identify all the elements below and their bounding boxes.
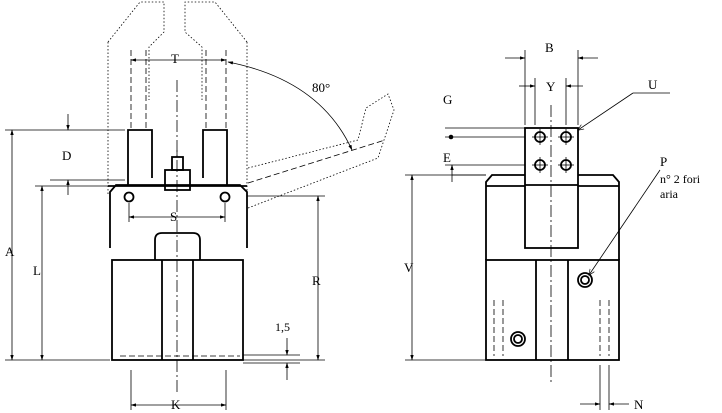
label-D: D	[62, 148, 71, 163]
lower-body	[111, 259, 244, 361]
label-E: E	[443, 150, 451, 165]
label-N: N	[634, 397, 644, 412]
side-view: B Y G E U P n° 2 fori aria V	[404, 40, 701, 412]
upper-body	[109, 184, 248, 248]
label-Y: Y	[546, 79, 556, 94]
label-V: V	[404, 260, 414, 275]
label-L: L	[33, 263, 41, 278]
label-G: G	[443, 92, 452, 107]
label-P: P	[660, 154, 667, 169]
label-B: B	[545, 40, 554, 55]
finger-plate	[524, 127, 579, 249]
adjust-screw	[164, 169, 191, 191]
air-hole-bottom	[510, 331, 526, 347]
side-lower-body	[485, 259, 620, 361]
label-S: S	[170, 209, 177, 224]
label-P-note-2: aria	[660, 187, 679, 201]
label-angle: 80°	[312, 80, 330, 95]
rotated-jaw-axis	[247, 139, 386, 184]
front-view: T 80° D A L S R 1,5	[5, 1, 395, 412]
side-upper-body	[485, 174, 620, 260]
label-R: R	[312, 273, 321, 288]
rotated-jaw-outline	[247, 93, 395, 209]
label-K: K	[171, 397, 181, 412]
air-hole-top	[577, 272, 593, 288]
right-finger	[202, 129, 228, 185]
right-hole	[219, 191, 231, 203]
center-slot	[154, 232, 201, 260]
left-finger	[127, 129, 153, 185]
screw-head	[171, 156, 184, 171]
label-T: T	[171, 51, 179, 66]
label-1-5: 1,5	[275, 320, 290, 334]
label-A: A	[5, 244, 15, 259]
label-U: U	[648, 77, 658, 92]
label-P-note-1: n° 2 fori	[660, 172, 701, 186]
left-hole	[123, 191, 135, 203]
